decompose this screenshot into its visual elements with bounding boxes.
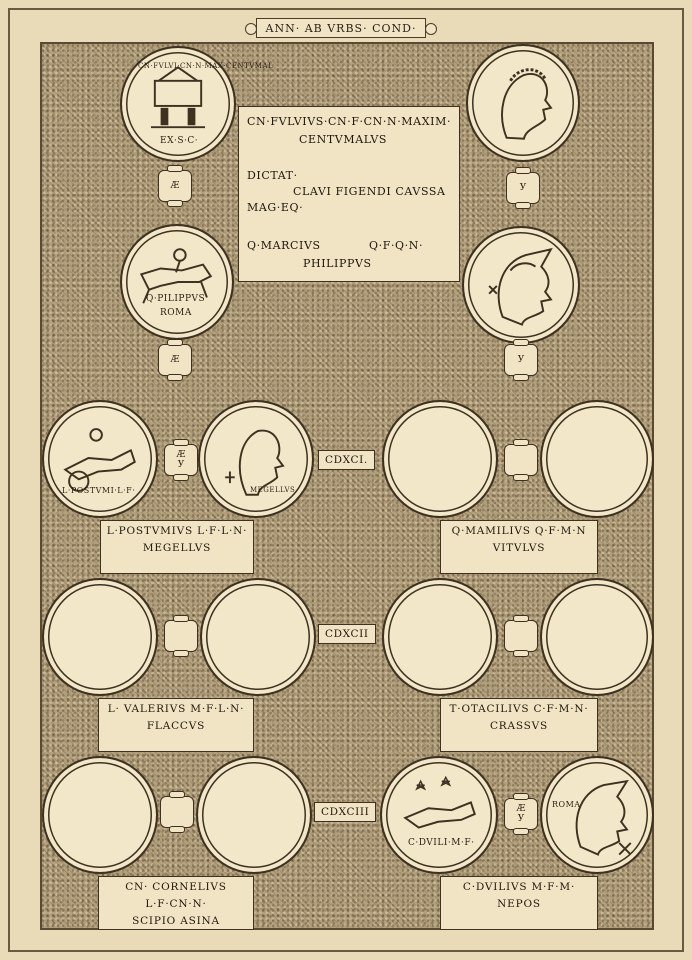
coin-empty-1: [382, 400, 498, 518]
inscription-line: CLAVI FIGENDI CAVSSA: [293, 185, 446, 198]
coin-empty-5: [382, 578, 498, 696]
metal-label: Æ: [516, 804, 526, 814]
name-plaque: L·POSTVMIVS L·F·L·N· MEGELLVS: [100, 520, 254, 574]
metal-cartouche-row3: Æ У: [504, 793, 538, 835]
metal-cartouche-2: У: [506, 167, 540, 209]
inscription-line: MAG·EQ·: [247, 201, 304, 214]
coin-roma-helmet-2: [540, 756, 654, 874]
plate-border: [8, 8, 684, 952]
inscription-line: CN·FVLVIVS·CN·F·CN·N·MAXIM·: [247, 115, 452, 128]
coin-legend-megellus: MEGELLVS: [250, 486, 296, 494]
coin-legend-fulvius: CN·FVLVI·CN·N·MAX·CENTVMAL: [138, 62, 274, 70]
metal-label: Æ: [176, 450, 186, 460]
name-line-2: NEPOS: [497, 898, 541, 910]
name-line-1: Q·MAMILIVS Q·F·M·N: [451, 525, 587, 537]
name-line-2: FLACCVS: [146, 720, 206, 732]
name-line-2: VITVLVS: [492, 542, 546, 554]
coin-legend-roma: ROMA: [160, 308, 192, 318]
metal-cartouche-1: Æ: [158, 165, 192, 207]
coin-venus-head: [466, 44, 580, 162]
year-cdxci: CDXCI.: [318, 450, 375, 470]
coin-legend-duili: C·DVILI·M·F·: [408, 838, 475, 848]
ornament-cartouche: [504, 439, 538, 481]
coin-empty-7: [42, 756, 158, 874]
year-cdxcii: CDXCII: [318, 624, 376, 644]
header-title: ANN· AB VRBS· COND·: [245, 18, 437, 38]
coin-legend-philippus: Q·PILIPPVS: [146, 294, 206, 304]
name-plaque: L· VALERIVS M·F·L·N· FLACCVS: [98, 698, 254, 752]
name-line-2: SCIPIO ASINA: [132, 915, 220, 927]
inscription-line: Q·MARCIVS: [247, 239, 321, 252]
coin-legend-postumi: L·POSTVMI·L·F·: [62, 486, 136, 495]
coin-postumius-chariot: [42, 400, 158, 518]
name-line-1: C·DVILIVS M·F·M·: [462, 881, 576, 893]
coin-empty-3: [42, 578, 158, 696]
coin-empty-6: [540, 578, 654, 696]
metal-label: У: [519, 183, 527, 193]
ornament-cartouche: [504, 615, 538, 657]
metal-cartouche-3: Æ: [158, 339, 192, 381]
name-plaque: CN· CORNELIVS L·F·CN·N· SCIPIO ASINA: [98, 876, 254, 930]
coin-legend-roma-2: ROMA: [552, 800, 581, 809]
name-plaque: Q·MAMILIVS Q·F·M·N VITVLVS: [440, 520, 598, 574]
metal-label: Æ: [170, 181, 180, 191]
inscription-line: CENTVMALVS: [299, 133, 388, 146]
metal-cartouche-row1: Æ У: [164, 439, 198, 481]
coin-roma-helmet: [462, 226, 580, 344]
metal-label: Æ: [170, 355, 180, 365]
name-line-2: CRASSVS: [489, 720, 549, 732]
inscription-line: DICTAT·: [247, 169, 298, 182]
name-line-1: T·OTACILIVS C·F·M·N·: [449, 703, 589, 715]
coin-empty-2: [540, 400, 654, 518]
name-line-1: L·POSTVMIVS L·F·L·N·: [106, 525, 248, 537]
metal-label: У: [517, 814, 525, 824]
metal-label: У: [517, 355, 525, 365]
name-line-1: L· VALERIVS M·F·L·N·: [107, 703, 245, 715]
coin-fulvius-obverse: [120, 46, 236, 162]
ornament-cartouche: [160, 791, 194, 833]
coin-megellus-head: [198, 400, 314, 518]
name-plaque: C·DVILIVS M·F·M· NEPOS: [440, 876, 598, 930]
coin-legend-ex-sc: EX·S·C·: [160, 136, 199, 146]
coin-philippus-rider: [120, 224, 234, 340]
inscription-panel: CN·FVLVIVS·CN·F·CN·N·MAXIM· CENTVMALVS D…: [238, 106, 460, 282]
coin-empty-4: [200, 578, 316, 696]
coin-empty-8: [196, 756, 312, 874]
metal-label: У: [177, 460, 185, 470]
ornament-cartouche: [164, 615, 198, 657]
year-cdxciii: CDXCIII: [314, 802, 377, 822]
name-plaque: T·OTACILIVS C·F·M·N· CRASSVS: [440, 698, 598, 752]
metal-cartouche-4: У: [504, 339, 538, 381]
name-line-2: MEGELLVS: [142, 542, 212, 554]
inscription-line: Q·F·Q·N·: [369, 239, 424, 252]
coin-duilius-victory: [380, 756, 498, 874]
name-line-1: CN· CORNELIVS L·F·CN·N·: [125, 881, 227, 910]
inscription-line: PHILIPPVS: [303, 257, 372, 270]
